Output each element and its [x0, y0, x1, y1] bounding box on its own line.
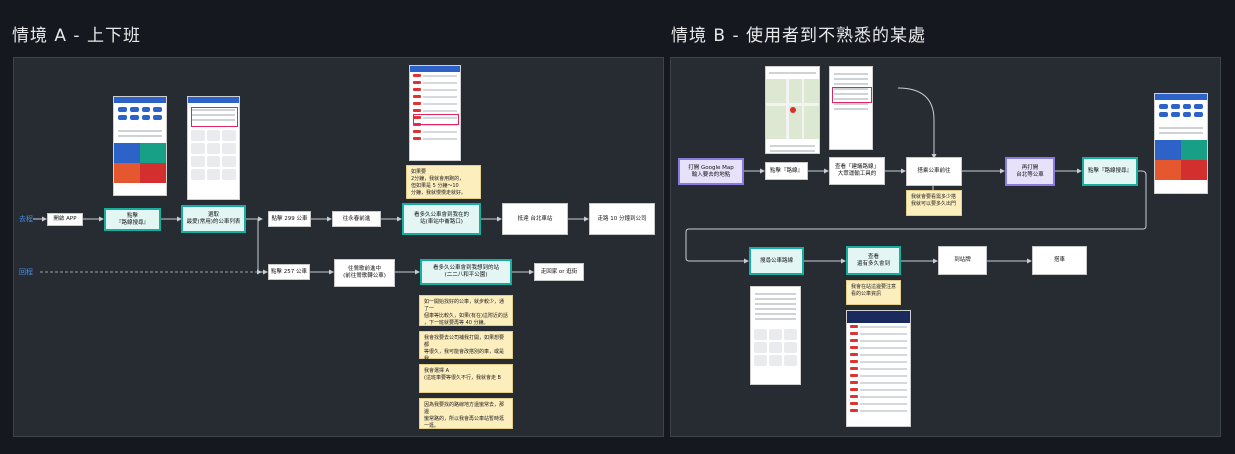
note-a5: 因為我要找的路線地方還蠻常去，那邊 蠻常路的，所以我會再公車站暫時逛一逛。 [419, 398, 513, 429]
note-b2: 我會在站這邊要注意 看的公車資訊 [846, 280, 901, 305]
node-search-bus[interactable]: 搜尋公車路線 [749, 247, 804, 275]
node-walk-office[interactable]: 走路 10 分鐘到公司 [589, 203, 655, 235]
node-tap-route-search[interactable]: 點擊 『路線搜尋』 [104, 208, 161, 231]
scenario-a-title: 情境 A - 上下班 [12, 26, 141, 46]
node-tap-route-search-b[interactable]: 點擊『路線搜尋』 [1082, 157, 1138, 186]
stop-list-screenshot [409, 65, 461, 161]
bus-arrival-screenshot [846, 310, 911, 427]
note-a1: 如果要 2分鐘，我就會用跑的， 但如果是 5 分鐘～10 分鐘，我就慢慢走就好。 [406, 165, 481, 199]
lane-outbound-label: 去程 [19, 215, 33, 223]
note-a3: 我會找要去公司補我打開，如果想要都 等很久，我可能會改搭別的車，或是我 就去逛街… [419, 331, 513, 369]
favorite-list-screenshot [187, 96, 240, 200]
node-arrive-station[interactable]: 抵達 台北車站 [502, 203, 568, 235]
arrow-a3b [257, 219, 268, 275]
bus-search-screenshot [750, 286, 801, 385]
arrow-b11 [897, 87, 937, 159]
node-ride-bus[interactable]: 搭車 [1032, 246, 1087, 275]
node-check-stop[interactable]: 看多久公車會到我在的 站(車站中崙路口) [402, 203, 481, 235]
node-take-bus[interactable]: 搭乘公車前往 [906, 157, 962, 186]
node-check-return[interactable]: 看多久公車會到我想到的站 (二二八和平公園) [420, 259, 512, 285]
node-select-favorite[interactable]: 選取 最愛(常用)的公車列表 [181, 205, 246, 233]
google-map-screenshot [765, 66, 820, 154]
node-tap-route-b[interactable]: 點擊『路線』 [765, 162, 808, 180]
node-view-wait-time[interactable]: 查看 還有多久會到 [846, 246, 901, 275]
node-go-home[interactable]: 走回家 or 逛街 [534, 263, 584, 281]
node-open-google-map[interactable]: 打開 Google Map 輸入要去的地點 [678, 158, 744, 185]
note-a2: 如一開始找好的公車，就步較少，通了一 個車等比較久，如果(有在)這附近的話 ，下… [419, 295, 513, 326]
node-wait-outbound[interactable]: 往永春前進 [332, 211, 381, 227]
note-a4: 我會選擇 A (這班車要等很久不行，我就會走 B [419, 364, 513, 393]
app-home-screenshot-b [1154, 93, 1208, 194]
node-view-suggested[interactable]: 查看「建議路線」 大眾運輸工具的 [829, 157, 885, 185]
note-b1: 我就會要看需多少搭 我就可以要多久出門 [906, 190, 962, 216]
node-open-bus-app[interactable]: 再打開 台北等公車 [1005, 157, 1055, 186]
node-tap-299[interactable]: 點擊 299 公車 [268, 211, 311, 227]
route-suggestion-screenshot [829, 66, 873, 150]
scenario-b-title: 情境 B - 使用者到不熟悉的某處 [671, 26, 927, 46]
app-home-screenshot [113, 96, 167, 196]
arrow-b6 [685, 170, 1147, 264]
node-open-app[interactable]: 開啟 APP [47, 213, 83, 226]
node-tap-257[interactable]: 點擊 257 公車 [268, 264, 310, 280]
lane-return-label: 回程 [19, 268, 33, 276]
node-wait-return[interactable]: 往鶯歌前進中 (前往鶯歌轉公車) [334, 259, 395, 287]
node-go-to-stop[interactable]: 到站牌 [938, 246, 987, 275]
